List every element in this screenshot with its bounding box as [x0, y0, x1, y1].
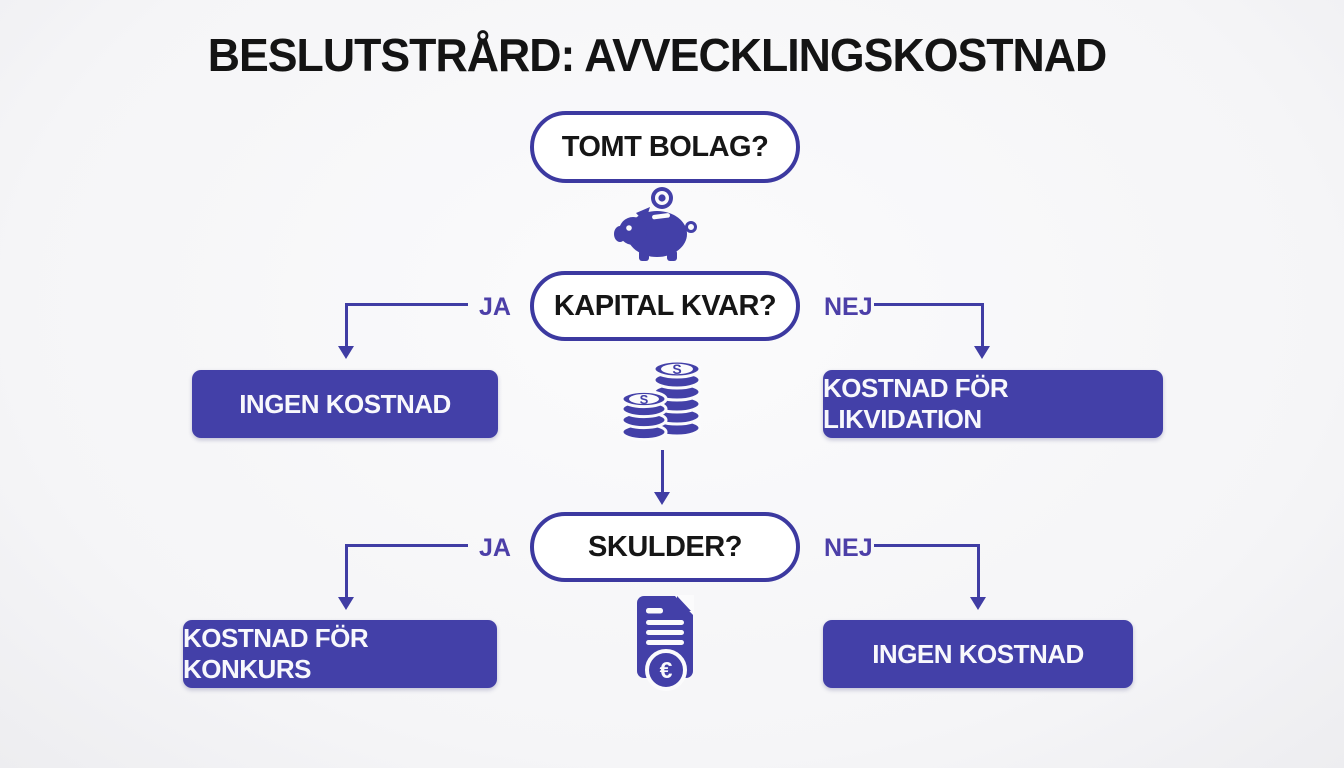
arrow-down-icon: [338, 597, 354, 610]
node-question-capital-left: KAPITAL KVAR?: [530, 271, 800, 341]
branch-label-yes-capital: JA: [479, 293, 511, 321]
node-question-debts-label: SKULDER?: [588, 530, 742, 563]
connector-no-debts-vline: [977, 544, 980, 598]
coin-stack-icon: S S: [620, 356, 704, 442]
node-question-empty-company-label: TOMT BOLAG?: [561, 130, 769, 163]
piggy-bank-icon: [612, 186, 704, 262]
branch-label-no-capital: NEJ: [824, 293, 873, 321]
arrow-down-icon: [970, 597, 986, 610]
node-outcome-bankruptcy-cost: KOSTNAD FÖR KONKURS: [183, 620, 497, 688]
outcome-label: INGEN KOSTNAD: [872, 638, 1084, 669]
branch-label-yes-debts: JA: [479, 534, 511, 562]
arrow-down-icon: [338, 346, 354, 359]
node-outcome-no-cost-capital: INGEN KOSTNAD: [192, 370, 498, 438]
invoice-euro-icon: €: [625, 590, 705, 695]
outcome-label: KOSTNAD FÖR LIKVIDATION: [823, 373, 1009, 434]
connector-yes-capital-hline: [347, 303, 468, 306]
node-question-empty-company: TOMT BOLAG?: [530, 111, 800, 183]
coin-letter: S: [640, 392, 649, 407]
arrow-down-icon: [654, 492, 670, 505]
arrow-down-icon: [974, 346, 990, 359]
connector-no-capital-vline: [981, 303, 984, 347]
node-outcome-no-cost-debts: INGEN KOSTNAD: [823, 620, 1133, 688]
connector-yes-debts-hline: [347, 544, 468, 547]
connector-yes-capital-vline: [345, 303, 348, 347]
node-outcome-liquidation-cost: KOSTNAD FÖR LIKVIDATION: [823, 370, 1163, 438]
node-question-capital-left-label: KAPITAL KVAR?: [553, 289, 777, 322]
outcome-label: INGEN KOSTNAD: [239, 388, 451, 419]
connector-yes-debts-vline: [345, 544, 348, 598]
node-question-debts: SKULDER?: [530, 512, 800, 582]
connector-no-capital-hline: [874, 303, 984, 306]
connector-middle-vline: [661, 450, 664, 493]
euro-symbol: €: [660, 657, 673, 683]
connector-no-debts-hline: [874, 544, 980, 547]
coin-letter: S: [672, 361, 681, 377]
page-title: BESLUTSTRÅRD: AVVECKLINGSKOSTNAD: [207, 29, 1108, 81]
outcome-label: KOSTNAD FÖR KONKURS: [183, 623, 369, 684]
branch-label-no-debts: NEJ: [824, 534, 873, 562]
